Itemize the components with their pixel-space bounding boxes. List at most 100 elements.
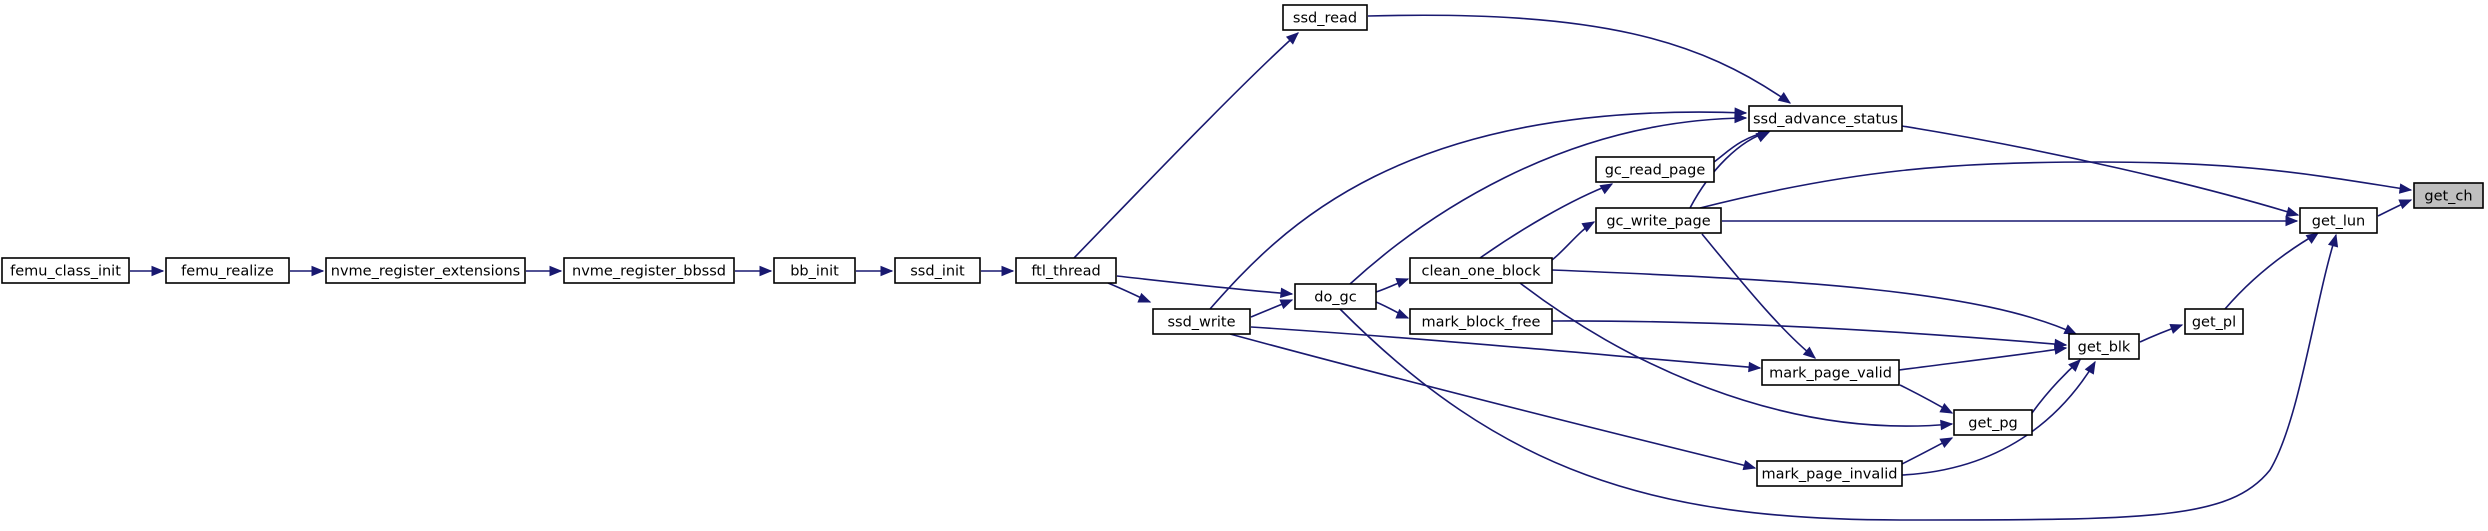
node-box-get_pl bbox=[2184, 308, 2244, 335]
edge-get_blk-to-mark_page_invalid bbox=[1901, 361, 2096, 476]
node-box-clean_one_block bbox=[1409, 257, 1553, 284]
node-label-ssd_write: ssd_write bbox=[1167, 315, 1235, 331]
node-ssd_read[interactable]: ssd_read bbox=[1282, 4, 1368, 31]
node-ssd_write[interactable]: ssd_write bbox=[1152, 308, 1251, 335]
node-gc_read_page[interactable]: gc_read_page bbox=[1595, 156, 1715, 183]
node-box-nvme_register_bbssd bbox=[563, 257, 735, 284]
node-label-gc_write_page: gc_write_page bbox=[1606, 214, 1710, 230]
edge-get_blk-to-mark_page_valid bbox=[1898, 347, 2067, 371]
node-box-ssd_write bbox=[1152, 308, 1251, 335]
arrowhead-nvme_register_bbssd-to-nvme_register_extensions bbox=[549, 265, 563, 277]
node-gc_write_page[interactable]: gc_write_page bbox=[1595, 207, 1722, 234]
node-box-get_lun bbox=[2299, 207, 2378, 234]
node-mark_page_invalid[interactable]: mark_page_invalid bbox=[1756, 460, 1903, 487]
node-femu_class_init[interactable]: femu_class_init bbox=[1, 257, 130, 284]
node-box-ssd_advance_status bbox=[1748, 105, 1903, 132]
node-box-femu_class_init bbox=[1, 257, 130, 284]
arrowhead-get_ch-to-get_lun bbox=[2398, 199, 2413, 210]
node-femu_realize[interactable]: femu_realize bbox=[165, 257, 290, 284]
node-mark_block_free[interactable]: mark_block_free bbox=[1409, 308, 1553, 335]
node-ssd_advance_status[interactable]: ssd_advance_status bbox=[1748, 105, 1903, 132]
node-box-ssd_read bbox=[1282, 4, 1368, 31]
edge-ssd_advance_status-to-do_gc bbox=[1349, 117, 1747, 285]
arrowhead-get_pg-to-mark_page_valid bbox=[1939, 402, 1954, 414]
arrowhead-femu_realize-to-femu_class_init bbox=[151, 265, 165, 277]
node-label-clean_one_block: clean_one_block bbox=[1422, 264, 1542, 280]
arrowhead-mark_page_valid-to-gc_write_page bbox=[1802, 346, 1817, 359]
arrowhead-ssd_read-to-ftl_thread bbox=[1285, 32, 1299, 45]
arrowhead-ssd_advance_status-to-ssd_read bbox=[1777, 91, 1792, 104]
node-nvme_register_extensions[interactable]: nvme_register_extensions bbox=[325, 257, 526, 284]
edge-get_blk-to-clean_one_block bbox=[1551, 269, 2077, 335]
node-box-gc_write_page bbox=[1595, 207, 1722, 234]
node-box-gc_read_page bbox=[1595, 156, 1715, 183]
node-box-get_blk bbox=[2068, 333, 2140, 360]
arrowhead-get_lun-to-ssd_advance_status bbox=[2285, 206, 2300, 217]
arrowhead-ssd_init-to-bb_init bbox=[880, 265, 894, 277]
node-box-femu_realize bbox=[165, 257, 290, 284]
edge-get_pg-to-clean_one_block bbox=[1519, 282, 1953, 427]
edge-get_ch-to-gc_write_page bbox=[1699, 161, 2412, 209]
node-get_blk[interactable]: get_blk bbox=[2068, 333, 2140, 360]
node-label-ftl_thread: ftl_thread bbox=[1031, 264, 1100, 280]
node-box-ssd_init bbox=[894, 257, 981, 284]
arrowhead-mark_page_valid-to-ssd_write bbox=[1748, 361, 1762, 373]
arrowhead-mark_block_free-to-do_gc bbox=[1395, 308, 1410, 319]
arrowhead-bb_init-to-nvme_register_bbssd bbox=[759, 265, 773, 277]
node-label-ssd_init: ssd_init bbox=[910, 264, 965, 280]
nodes: femu_class_init femu_realize nvme_register… bbox=[1, 4, 2484, 487]
node-ftl_thread[interactable]: ftl_thread bbox=[1015, 257, 1117, 284]
node-box-get_ch bbox=[2413, 182, 2484, 209]
node-get_pg[interactable]: get_pg bbox=[1953, 409, 2033, 436]
arrowhead-ssd_advance_status-to-gc_write_page bbox=[1755, 131, 1770, 143]
node-label-ssd_read: ssd_read bbox=[1293, 11, 1357, 27]
edge-gc_read_page-to-clean_one_block bbox=[1479, 183, 1613, 259]
arrowhead-clean_one_block-to-do_gc bbox=[1395, 278, 1410, 288]
node-label-get_blk: get_blk bbox=[2078, 340, 2131, 356]
node-bb_init[interactable]: bb_init bbox=[773, 257, 856, 284]
node-label-get_pl: get_pl bbox=[2192, 315, 2236, 331]
node-ssd_init[interactable]: ssd_init bbox=[894, 257, 981, 284]
arrowhead-get_blk-to-get_pg bbox=[2068, 359, 2081, 372]
edge-ssd_advance_status-to-ssd_write bbox=[1209, 111, 1747, 310]
arrowhead-get_lun-to-gc_write_page bbox=[2285, 215, 2299, 227]
node-mark_page_valid[interactable]: mark_page_valid bbox=[1761, 359, 1900, 386]
node-box-bb_init bbox=[773, 257, 856, 284]
node-label-mark_block_free: mark_block_free bbox=[1422, 315, 1541, 331]
node-get_lun[interactable]: get_lun bbox=[2299, 207, 2378, 234]
node-label-get_pg: get_pg bbox=[1968, 416, 2017, 432]
arrowhead-get_ch-to-gc_write_page bbox=[2398, 183, 2413, 194]
node-do_gc[interactable]: do_gc bbox=[1294, 283, 1377, 310]
arrowhead-get_blk-to-mark_page_valid bbox=[2053, 344, 2068, 355]
arrowhead-nvme_register_extensions-to-femu_realize bbox=[311, 265, 325, 277]
node-clean_one_block[interactable]: clean_one_block bbox=[1409, 257, 1553, 284]
edges bbox=[130, 14, 2413, 521]
arrowhead-gc_write_page-to-clean_one_block bbox=[1581, 221, 1596, 233]
node-label-ssd_advance_status: ssd_advance_status bbox=[1753, 112, 1898, 128]
arrowhead-do_gc-to-ssd_write bbox=[1279, 299, 1294, 310]
node-box-nvme_register_extensions bbox=[325, 257, 526, 284]
node-box-mark_block_free bbox=[1409, 308, 1553, 335]
node-get_pl[interactable]: get_pl bbox=[2184, 308, 2244, 335]
node-box-do_gc bbox=[1294, 283, 1377, 310]
node-box-mark_page_valid bbox=[1761, 359, 1900, 386]
edge-mark_page_valid-to-gc_write_page bbox=[1701, 233, 1816, 359]
edge-ssd_advance_status-to-ssd_read bbox=[1367, 14, 1791, 104]
arrowhead-get_pg-to-mark_page_invalid bbox=[1939, 437, 1954, 449]
node-get_ch[interactable]: get_ch bbox=[2413, 182, 2484, 209]
edge-mark_page_valid-to-ssd_write bbox=[1250, 326, 1761, 369]
arrowhead-ssd_write-to-ftl_thread bbox=[1137, 292, 1152, 303]
arrowhead-mark_page_invalid-to-ssd_write bbox=[1742, 459, 1757, 471]
node-box-ftl_thread bbox=[1015, 257, 1117, 284]
node-nvme_register_bbssd[interactable]: nvme_register_bbssd bbox=[563, 257, 735, 284]
arrowhead-ftl_thread-to-ssd_init bbox=[1001, 265, 1015, 277]
edge-get_lun-to-ssd_advance_status bbox=[1901, 125, 2299, 216]
arrowhead-ssd_advance_status-to-do_gc bbox=[1734, 112, 1748, 124]
edge-get_lun-to-get_pl bbox=[2224, 232, 2319, 310]
node-box-mark_page_invalid bbox=[1756, 460, 1903, 487]
arrowhead-get_blk-to-mark_page_invalid bbox=[2084, 360, 2096, 375]
edge-get_lun-to-do_gc bbox=[1339, 234, 2337, 521]
node-label-femu_class_init: femu_class_init bbox=[10, 264, 121, 280]
edge-ssd_read-to-ftl_thread bbox=[1073, 32, 1299, 259]
arrowhead-get_pg-to-clean_one_block bbox=[1940, 419, 1954, 431]
